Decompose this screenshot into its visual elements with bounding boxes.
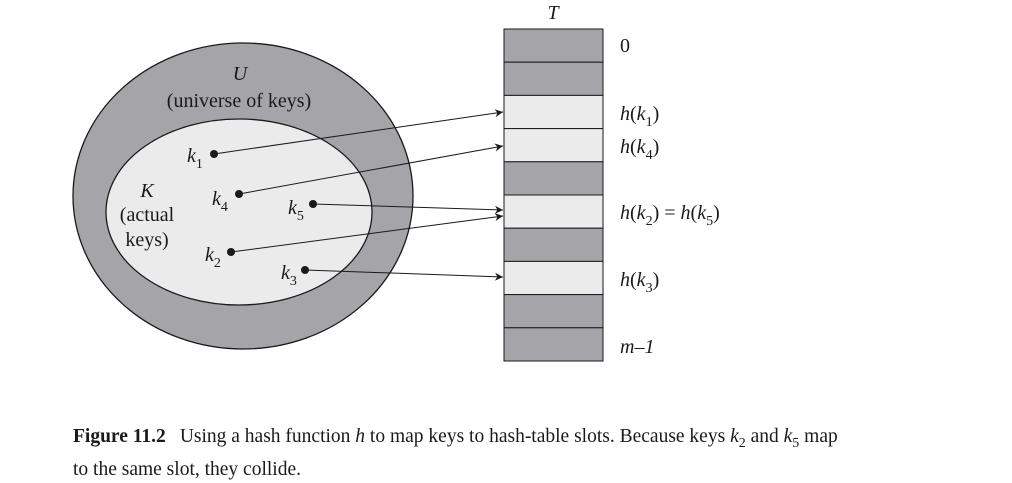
slot-label-h-k1: h(k1) <box>620 103 659 130</box>
arrow-k1 <box>213 109 504 155</box>
caption-k2: k <box>730 426 739 447</box>
table-slot-0 <box>503 28 604 63</box>
caption-text-3: and <box>745 426 784 447</box>
key-dot-k5 <box>309 200 317 208</box>
table-slot-1 <box>503 61 604 96</box>
table-slot-6 <box>503 227 604 262</box>
slot-label-m-1: m–1 <box>620 336 654 358</box>
arrow-k3 <box>304 269 504 281</box>
key-label-k4: k4 <box>212 188 228 215</box>
table-slot-4 <box>503 161 604 196</box>
actual-keys-line1: (actual <box>120 204 175 226</box>
arrow-k4 <box>238 143 504 195</box>
actual-keys-line2: keys) <box>125 229 168 251</box>
key-dot-k3 <box>301 266 309 274</box>
caption-k5: k <box>783 426 793 447</box>
slot-label-h-k2-k5: h(k2) = h(k5) <box>620 202 720 229</box>
key-dot-k2 <box>227 248 235 256</box>
caption-h: h <box>355 426 366 447</box>
key-label-k1: k1 <box>187 145 203 172</box>
universe-description: (universe of keys) <box>167 90 311 112</box>
caption-text-1: Using a hash function <box>179 426 356 447</box>
slot-label-h-k4: h(k4) <box>620 136 659 163</box>
table-slot-7 <box>503 260 604 296</box>
caption-text-2: to map keys to hash-table slots. Because… <box>365 426 731 447</box>
arrow-k2 <box>230 213 504 253</box>
table-slot-2 <box>503 94 604 130</box>
actual-keys-symbol: K <box>139 180 155 202</box>
slot-label-h-k3: h(k3) <box>620 269 659 296</box>
universe-symbol: U <box>233 63 249 85</box>
table-slot-3 <box>503 128 604 163</box>
hash-diagram: U (universe of keys) K (actual keys) k1 … <box>72 2 720 362</box>
key-dot-k4 <box>235 190 243 198</box>
arrow-k5 <box>312 203 504 214</box>
figure-caption: Figure 11.2 Using a hash function h to ma… <box>73 424 1003 483</box>
table-slot-8 <box>503 294 604 329</box>
hash-table <box>503 28 604 362</box>
actual-keys-ellipse <box>105 118 373 306</box>
table-slot-9 <box>503 327 604 362</box>
key-label-k3: k3 <box>281 262 297 289</box>
key-dot-k1 <box>210 150 218 158</box>
caption-line-2: to the same slot, they collide. <box>73 458 301 480</box>
key-label-k2: k2 <box>205 244 221 271</box>
caption-k5-sub: 5 <box>792 435 800 451</box>
slot-label-0: 0 <box>620 35 630 57</box>
table-slot-5 <box>503 194 604 229</box>
caption-k2-sub: 2 <box>738 435 746 451</box>
caption-text-4: map <box>799 426 838 447</box>
key-label-k5: k5 <box>288 197 304 224</box>
figure-label: Figure 11.2 <box>73 426 166 447</box>
table-title: T <box>547 2 560 24</box>
